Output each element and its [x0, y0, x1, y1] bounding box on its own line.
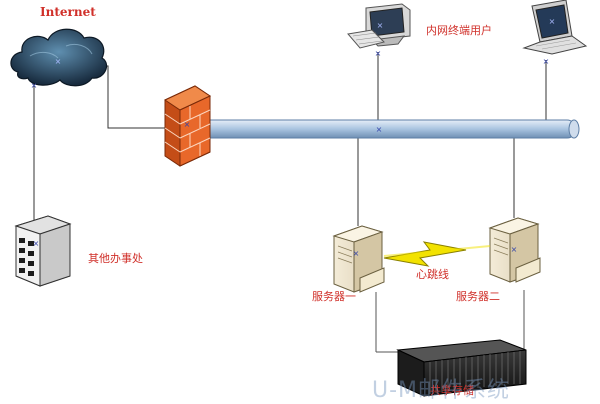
- svg-text:×: ×: [31, 81, 38, 90]
- laptop-icon: ×: [522, 0, 588, 55]
- storage-array-icon: [396, 339, 527, 397]
- server-two-icon: ×: [488, 217, 541, 283]
- svg-text:×: ×: [375, 49, 382, 58]
- link-markers: × × ×: [31, 49, 550, 90]
- server-one-label: 服务器一: [312, 290, 356, 303]
- firewall-icon: ×: [163, 85, 212, 167]
- svg-text:×: ×: [55, 57, 62, 66]
- server-one-icon: ×: [332, 225, 385, 293]
- svg-text:×: ×: [511, 245, 518, 254]
- svg-text:×: ×: [33, 239, 40, 248]
- watermark-text: U-M邮件系统: [372, 378, 511, 403]
- svg-text:×: ×: [377, 21, 384, 30]
- internet-label: Internet: [40, 5, 96, 19]
- other-office-label: 其他办事处: [88, 252, 143, 265]
- connection-lines: [33, 52, 547, 353]
- cloud-icon: ×: [10, 28, 107, 87]
- lan-backbone: ×: [197, 119, 580, 139]
- server-two-label: 服务器二: [456, 290, 500, 303]
- svg-text:×: ×: [353, 249, 360, 258]
- svg-text:×: ×: [184, 120, 191, 129]
- svg-text:×: ×: [543, 57, 550, 66]
- lightning-icon: [383, 241, 491, 267]
- desktop-computer-icon: ×: [347, 3, 411, 49]
- link-cloud-to-firewall: [104, 65, 165, 129]
- svg-text:×: ×: [376, 125, 383, 134]
- heartbeat-label: 心跳线: [416, 268, 449, 281]
- lan-users-label: 内网终端用户: [426, 24, 492, 37]
- shared-storage-label: 共享存储: [430, 384, 474, 397]
- building-server-icon: ×: [14, 215, 72, 287]
- svg-text:×: ×: [549, 17, 556, 26]
